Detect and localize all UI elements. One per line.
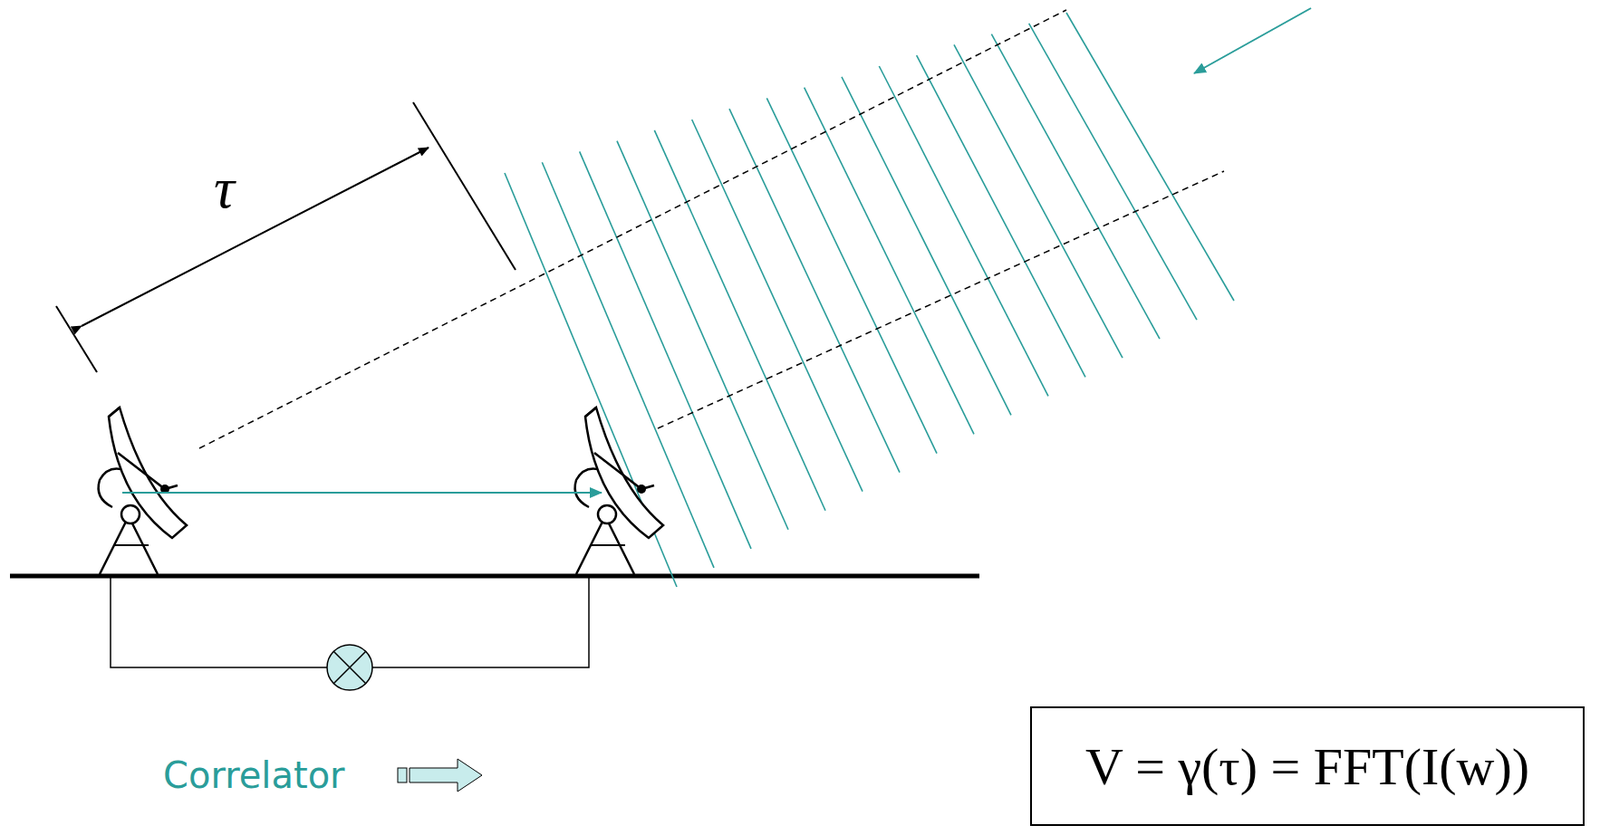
formula-box: V = γ(τ) = FFT(I(w)) [1030, 706, 1585, 827]
wavefront-line [729, 108, 900, 473]
wavefront-line [692, 119, 863, 492]
wavefront-line [916, 55, 1086, 377]
wavefront-line [504, 173, 677, 588]
formula-text: V = γ(τ) = FFT(I(w)) [1085, 736, 1530, 798]
wavefront-line [1066, 12, 1234, 301]
wavefront-line [766, 97, 937, 454]
wavefront-line [954, 44, 1123, 358]
correlator-label: Correlator [163, 754, 346, 797]
wavefront-line [841, 77, 1012, 416]
wavefront-line [804, 87, 974, 435]
wavefront-line [1029, 23, 1197, 320]
wavefront-line [991, 34, 1160, 340]
delay-symbol: τ [213, 154, 235, 222]
wavefront-line [616, 141, 789, 531]
wavefront-line [878, 66, 1049, 396]
wavefront-line [654, 130, 826, 511]
